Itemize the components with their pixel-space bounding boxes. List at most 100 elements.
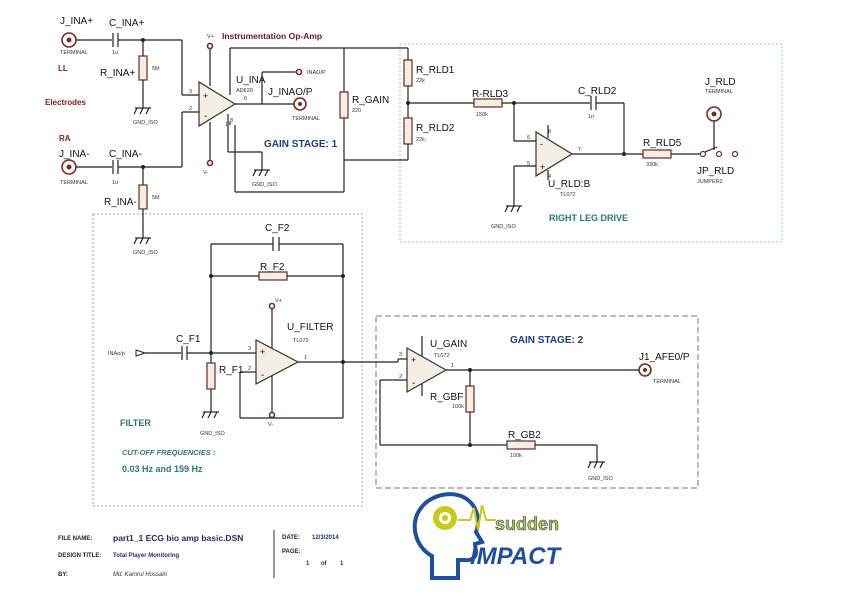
- c-f1-capacitor: [181, 346, 188, 360]
- r-gb2-resistor: [506, 440, 536, 450]
- by-value: Md. Kamrul Hossain: [113, 572, 168, 578]
- c-rld2-ref: C_RLD2: [578, 86, 617, 97]
- r-gb2-value: 100k: [510, 453, 522, 459]
- r-gbf-value: 100k: [452, 404, 464, 410]
- c-ina-plus-value: 1u: [112, 50, 118, 56]
- ll-label: LL: [58, 64, 68, 73]
- gnd-ina-plus: [133, 107, 151, 115]
- g-pin2: 2: [399, 374, 402, 380]
- jp-rld-ref: JP_RLD: [697, 166, 734, 177]
- r-ina-minus-ref: R_INA-: [104, 197, 137, 208]
- svg-text:-: -: [412, 378, 415, 389]
- c-f2-ref: C_F2: [265, 223, 290, 234]
- u-filter-value: TL072: [293, 338, 309, 344]
- by-label: BY:: [58, 572, 68, 578]
- ra-label: RA: [59, 134, 71, 143]
- f-pin2: 2: [248, 366, 251, 372]
- j-ina-plus-terminal: [61, 32, 77, 48]
- ina-vplus-label: V+: [207, 34, 214, 40]
- ina-vminus-terminal: [206, 159, 214, 167]
- page-total: 1: [340, 561, 344, 567]
- instrumentation-heading: Instrumentation Op-Amp: [222, 31, 322, 41]
- ina-vminus-label: V-: [203, 170, 208, 176]
- r-ina-plus-value: 5M: [152, 66, 160, 72]
- r-rld1-ref: R_RLD1: [416, 65, 455, 76]
- svg-text:-: -: [261, 370, 264, 381]
- r-rld5-ref: R_RLD5: [643, 138, 682, 149]
- design-title-label: DESIGN TITLE:: [58, 553, 101, 559]
- gnd-ina-minus-label: GND_ISO: [133, 250, 158, 256]
- ina-pin3: 3: [189, 89, 192, 95]
- gnd-gain2-label: GND_ISO: [588, 476, 613, 482]
- sudden-impact-logo: sudden IMPACT: [412, 492, 563, 580]
- page-label: PAGE:: [282, 549, 301, 555]
- svg-text:-: -: [540, 139, 543, 149]
- u-ina-value: AD620: [236, 88, 253, 94]
- u-gain-ref: U_GAIN: [430, 339, 467, 350]
- filter-vminus-label: V-: [268, 422, 273, 428]
- j-ina-plus-type: TERMINAL: [60, 50, 88, 56]
- inao-p-input-label: INAo/p: [108, 351, 125, 357]
- r-rld2-value: 22k: [416, 137, 425, 143]
- filter-dashed-box: [92, 213, 363, 507]
- ina-pin1: 1: [225, 122, 228, 128]
- electrodes-label: Electrodes: [45, 98, 86, 107]
- r-ina-plus-resistor: [138, 55, 148, 81]
- ina-pin2: 2: [189, 106, 192, 112]
- g-pin1: 1: [451, 363, 454, 369]
- inao-p-input-arrow: [135, 349, 147, 357]
- u-gain-value: TL072: [434, 353, 450, 359]
- rld-pin4: 4: [548, 174, 551, 180]
- design-title-value: Total Player Monitoring: [113, 553, 180, 559]
- gain2-dashed-box: [375, 315, 699, 489]
- date-label: DATE:: [282, 535, 300, 541]
- date-value: 12/3/2014: [312, 535, 339, 541]
- j1-afe0-ref: J1_AFE0/P: [639, 352, 690, 363]
- u-ina-ref: U_INA: [236, 75, 266, 86]
- gnd-rld-label: GND_ISO: [491, 224, 516, 230]
- u-rld-ref: U_RLD:B: [548, 179, 591, 190]
- r-rld3-resistor: [473, 98, 503, 108]
- rld-dashed-box: [399, 43, 783, 243]
- r-gain-resistor: [339, 91, 349, 119]
- f-pin3: 3: [248, 346, 251, 352]
- r-rld1-value: 22k: [416, 78, 425, 84]
- j-inao-p-terminal: [293, 97, 307, 111]
- page-value: 1: [306, 561, 310, 567]
- logo-line2: IMPACT: [470, 543, 563, 570]
- r-rld2-resistor: [403, 117, 413, 145]
- j-rld-terminal: [706, 106, 722, 122]
- u-rld-value: TL072: [560, 192, 576, 198]
- file-name-value: part1_1 ECG bio amp basic.DSN: [113, 533, 243, 543]
- r-rld5-resistor: [642, 149, 672, 159]
- r-ina-plus-ref: R_INA+: [100, 68, 135, 79]
- gnd-ina-minus: [133, 237, 151, 245]
- svg-text:-: -: [204, 111, 207, 122]
- r-rld3-value: 150k: [476, 112, 488, 118]
- j-ina-minus-terminal: [61, 159, 77, 175]
- r-gbf-resistor: [465, 385, 475, 413]
- gnd-filter-label: GND_ISO: [200, 431, 225, 437]
- u-gain-opamp: + -: [406, 346, 448, 394]
- j-ina-plus-ref: J_INA+: [60, 16, 93, 27]
- logo-line1: sudden: [495, 514, 559, 534]
- c-ina-plus-ref: C_INA+: [109, 18, 144, 29]
- jp-rld-type: JUMPER2: [697, 179, 723, 185]
- filter-vplus-terminal: [268, 302, 276, 310]
- gnd-ina-plus-label: GND_ISO: [133, 120, 158, 126]
- rld-pin5: 5: [527, 161, 530, 167]
- gnd-ina-ref: [252, 169, 270, 177]
- ina-pin8: 8: [230, 118, 233, 124]
- svg-text:+: +: [540, 162, 545, 172]
- r-rld2-ref: R_RLD2: [416, 123, 455, 134]
- c-rld2-value: 1n: [588, 114, 594, 120]
- r-f2-resistor: [258, 271, 288, 281]
- c-rld2-capacitor: [590, 96, 597, 110]
- ina-pin6: 6: [244, 96, 247, 102]
- r-rld5-value: 330k: [646, 162, 658, 168]
- u-ina-opamp: + -: [198, 80, 237, 128]
- c-ina-plus-capacitor: [112, 33, 119, 47]
- r-rld3-ref: R-RLD3: [472, 89, 509, 100]
- c-ina-minus-ref: C_INA-: [109, 149, 142, 160]
